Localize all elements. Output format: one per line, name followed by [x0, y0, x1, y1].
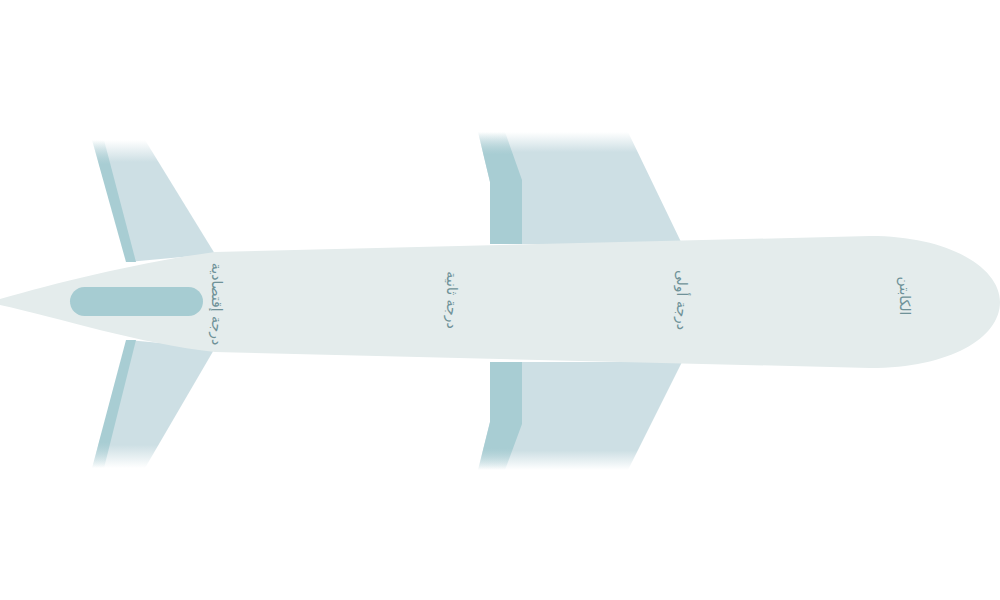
tail-wing [92, 140, 215, 262]
tail-wing [92, 340, 215, 468]
main-wing-edge [478, 362, 522, 470]
tail-slot [70, 287, 203, 316]
cabin-label: الكابتن [898, 277, 912, 316]
cabin-label: درجة أولى [675, 270, 689, 330]
fuselage [0, 236, 1000, 368]
tail-wing-edge [92, 140, 136, 262]
main-wing [478, 132, 682, 244]
tail-wing-edge [92, 340, 136, 468]
main-wing [478, 362, 682, 470]
cabin-label: درجة ثانية [445, 271, 459, 328]
cabin-label: درجة إقتصادية [210, 263, 224, 345]
main-wing-edge [478, 132, 522, 244]
